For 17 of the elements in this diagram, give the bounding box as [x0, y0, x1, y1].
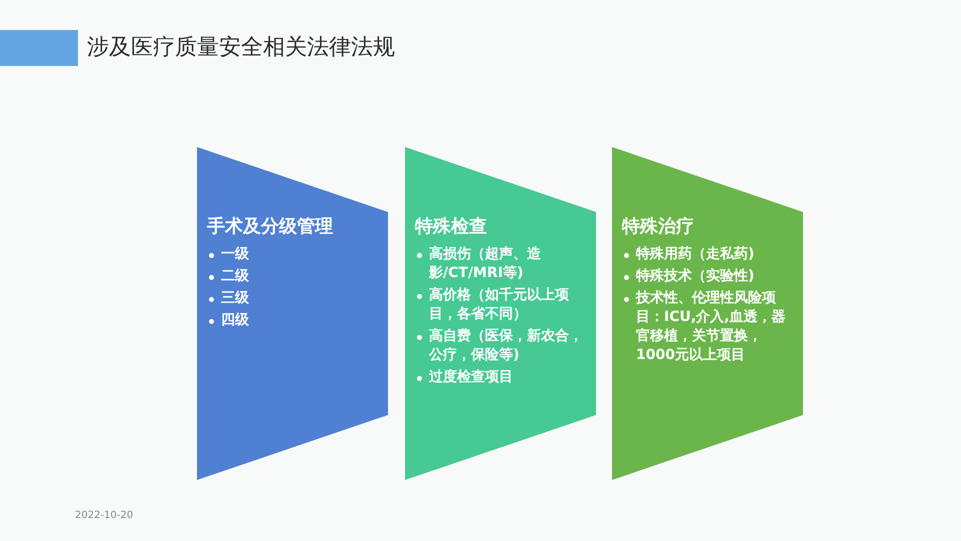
list-item: 一级 — [221, 246, 249, 262]
heading: 特殊治疗 — [622, 215, 694, 239]
list-item: 高损伤（超声、造影/CT/MRI等) — [429, 246, 541, 281]
list-item: 技术性、伦理性风险项目：ICU,介入,血透，器官移植，关节置换，1000元以上项目 — [636, 290, 786, 363]
list-item: 三级 — [221, 290, 249, 306]
list-item: 四级 — [221, 312, 249, 328]
list-item: 高自费（医保，新农合，公疗，保险等) — [429, 328, 583, 363]
list-item: 过度检查项目 — [429, 369, 513, 385]
heading: 手术及分级管理 — [207, 215, 333, 239]
date-label: 2022-10-20 — [75, 510, 134, 521]
list-item: 高价格（如千元以上项目，各省不同） — [429, 287, 569, 322]
title-bar — [0, 30, 78, 66]
list-item: 特殊技术（实验性) — [636, 268, 754, 284]
list-item: 特殊用药（走私药) — [636, 246, 754, 262]
heading: 特殊检查 — [415, 215, 487, 239]
list-item: 二级 — [221, 268, 249, 284]
slide-title: 涉及医疗质量安全相关法律法规 — [87, 34, 395, 62]
